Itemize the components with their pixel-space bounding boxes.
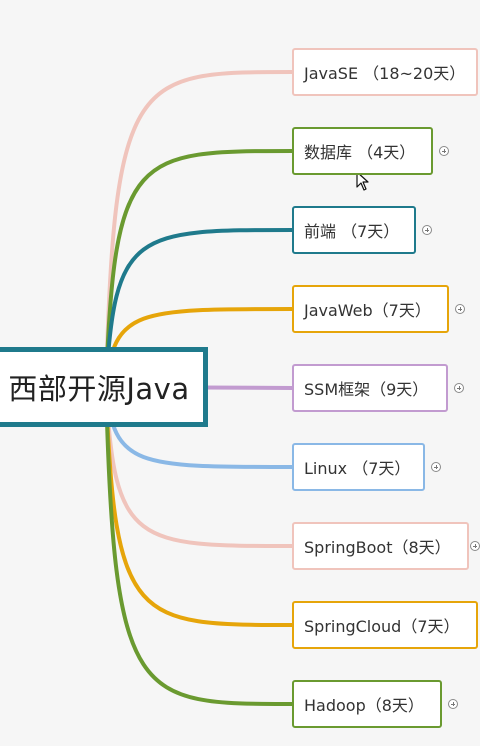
root-topic-label: 西部开源Java [8, 372, 190, 406]
topic-springboot[interactable]: SpringBoot（8天） [292, 522, 469, 570]
topic-label: SSM框架（9天） [304, 380, 429, 399]
topic-hadoop[interactable]: Hadoop（8天） [292, 680, 442, 728]
topic-javase[interactable]: JavaSE （18~20天） [292, 48, 478, 96]
plus-circle-icon[interactable] [470, 541, 480, 551]
topic-frontend[interactable]: 前端 （7天） [292, 206, 416, 254]
plus-circle-icon[interactable] [431, 462, 441, 472]
topic-linux[interactable]: Linux （7天） [292, 443, 425, 491]
plus-circle-icon[interactable] [455, 304, 465, 314]
topic-springcloud[interactable]: SpringCloud（7天） [292, 601, 478, 649]
plus-circle-icon[interactable] [448, 699, 458, 709]
topic-ssm[interactable]: SSM框架（9天） [292, 364, 448, 412]
topic-label: JavaSE （18~20天） [304, 64, 466, 83]
plus-circle-icon[interactable] [439, 146, 449, 156]
root-topic[interactable]: 西部开源Java [0, 347, 208, 427]
topic-database[interactable]: 数据库 （4天） [292, 127, 433, 175]
plus-circle-icon[interactable] [422, 225, 432, 235]
plus-circle-icon[interactable] [454, 383, 464, 393]
connector-database [104, 149, 294, 389]
connector-hadoop [104, 385, 294, 706]
topic-label: SpringCloud（7天） [304, 617, 460, 636]
connector-frontend [104, 228, 294, 389]
topic-label: Hadoop（8天） [304, 696, 424, 715]
topic-label: SpringBoot（8天） [304, 538, 451, 557]
connector-javase [104, 70, 294, 389]
topic-label: 前端 （7天） [304, 222, 400, 241]
topic-label: JavaWeb（7天） [304, 301, 431, 320]
topic-label: 数据库 （4天） [304, 143, 416, 162]
topic-javaweb[interactable]: JavaWeb（7天） [292, 285, 449, 333]
topic-label: Linux （7天） [304, 459, 411, 478]
mouse-pointer-icon [356, 171, 369, 191]
